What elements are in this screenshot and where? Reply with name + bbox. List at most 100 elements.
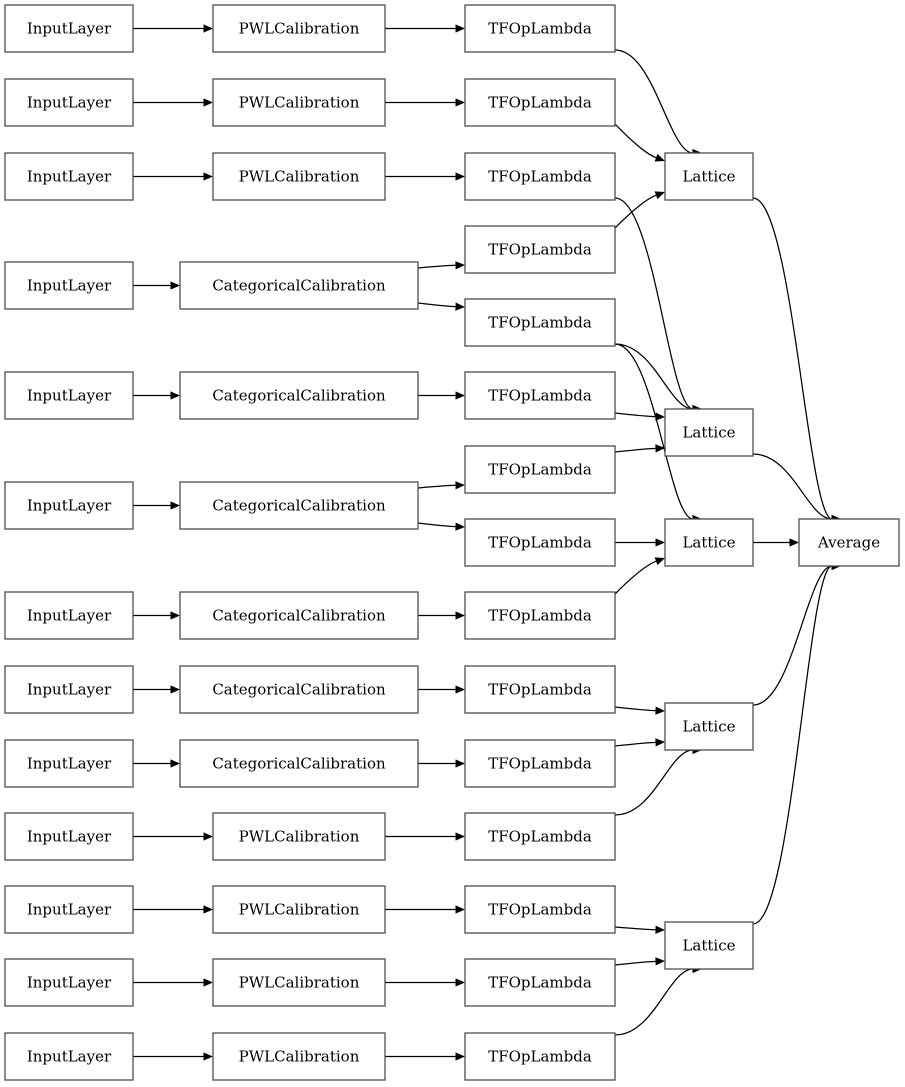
node-box[interactable]: [464, 78, 616, 127]
node-input-layer-in13[interactable]: InputLayer: [4, 1032, 134, 1081]
node-box[interactable]: [798, 518, 900, 567]
node-box[interactable]: [464, 4, 616, 53]
node-lattice-lat4[interactable]: Lattice: [664, 702, 754, 751]
node-box[interactable]: [179, 591, 419, 640]
node-box[interactable]: [4, 261, 134, 310]
node-tfop-lambda-tf12[interactable]: TFOpLambda: [464, 812, 616, 861]
node-categorical-calibration-cal9[interactable]: CategoricalCalibration: [179, 739, 419, 788]
node-box[interactable]: [179, 665, 419, 714]
node-tfop-lambda-tf4[interactable]: TFOpLambda: [464, 225, 616, 274]
node-box[interactable]: [4, 481, 134, 530]
node-input-layer-in11[interactable]: InputLayer: [4, 885, 134, 934]
node-box[interactable]: [212, 958, 386, 1007]
node-box[interactable]: [212, 152, 386, 201]
node-categorical-calibration-cal5[interactable]: CategoricalCalibration: [179, 371, 419, 420]
node-tfop-lambda-tf2[interactable]: TFOpLambda: [464, 78, 616, 127]
node-lattice-lat3[interactable]: Lattice: [664, 518, 754, 567]
node-tfop-lambda-tf1[interactable]: TFOpLambda: [464, 4, 616, 53]
node-box[interactable]: [179, 739, 419, 788]
node-tfop-lambda-tf15[interactable]: TFOpLambda: [464, 1032, 616, 1081]
node-pwlcalibration-cal13[interactable]: PWLCalibration: [212, 1032, 386, 1081]
node-lattice-lat2[interactable]: Lattice: [664, 408, 754, 457]
node-input-layer-in3[interactable]: InputLayer: [4, 152, 134, 201]
node-box[interactable]: [464, 1032, 616, 1081]
node-input-layer-in1[interactable]: InputLayer: [4, 4, 134, 53]
node-pwlcalibration-cal11[interactable]: PWLCalibration: [212, 885, 386, 934]
node-input-layer-in10[interactable]: InputLayer: [4, 812, 134, 861]
node-input-layer-in8[interactable]: InputLayer: [4, 665, 134, 714]
node-categorical-calibration-cal4[interactable]: CategoricalCalibration: [179, 261, 419, 310]
node-input-layer-in12[interactable]: InputLayer: [4, 958, 134, 1007]
node-input-layer-in5[interactable]: InputLayer: [4, 371, 134, 420]
node-average-avg[interactable]: Average: [798, 518, 900, 567]
node-box[interactable]: [4, 78, 134, 127]
node-box[interactable]: [4, 885, 134, 934]
node-tfop-lambda-tf9[interactable]: TFOpLambda: [464, 591, 616, 640]
arrowhead-icon: [170, 611, 180, 620]
node-tfop-lambda-tf10[interactable]: TFOpLambda: [464, 665, 616, 714]
node-box[interactable]: [464, 225, 616, 274]
node-box[interactable]: [464, 665, 616, 714]
node-box[interactable]: [212, 4, 386, 53]
node-tfop-lambda-tf3[interactable]: TFOpLambda: [464, 152, 616, 201]
node-box[interactable]: [212, 812, 386, 861]
node-tfop-lambda-tf11[interactable]: TFOpLambda: [464, 739, 616, 788]
node-tfop-lambda-tf5[interactable]: TFOpLambda: [464, 298, 616, 347]
node-label: Lattice: [682, 937, 735, 955]
node-pwlcalibration-cal10[interactable]: PWLCalibration: [212, 812, 386, 861]
node-lattice-lat1[interactable]: Lattice: [664, 152, 754, 201]
arrowhead-icon: [655, 706, 665, 715]
node-box[interactable]: [4, 665, 134, 714]
node-tfop-lambda-tf14[interactable]: TFOpLambda: [464, 958, 616, 1007]
node-box[interactable]: [179, 261, 419, 310]
node-box[interactable]: [212, 1032, 386, 1081]
node-input-layer-in9[interactable]: InputLayer: [4, 739, 134, 788]
node-box[interactable]: [664, 408, 754, 457]
node-box[interactable]: [4, 958, 134, 1007]
node-box[interactable]: [4, 371, 134, 420]
node-box[interactable]: [664, 702, 754, 751]
node-box[interactable]: [179, 481, 419, 530]
node-input-layer-in4[interactable]: InputLayer: [4, 261, 134, 310]
node-lattice-lat5[interactable]: Lattice: [664, 921, 754, 970]
node-pwlcalibration-cal12[interactable]: PWLCalibration: [212, 958, 386, 1007]
node-categorical-calibration-cal7[interactable]: CategoricalCalibration: [179, 591, 419, 640]
node-box[interactable]: [464, 445, 616, 494]
node-box[interactable]: [4, 591, 134, 640]
node-box[interactable]: [664, 152, 754, 201]
node-box[interactable]: [179, 371, 419, 420]
node-input-layer-in7[interactable]: InputLayer: [4, 591, 134, 640]
node-box[interactable]: [464, 739, 616, 788]
node-pwlcalibration-cal2[interactable]: PWLCalibration: [212, 78, 386, 127]
node-box[interactable]: [4, 739, 134, 788]
node-tfop-lambda-tf8[interactable]: TFOpLambda: [464, 518, 616, 567]
node-box[interactable]: [464, 518, 616, 567]
node-categorical-calibration-cal6[interactable]: CategoricalCalibration: [179, 481, 419, 530]
node-box[interactable]: [464, 885, 616, 934]
node-tfop-lambda-tf6[interactable]: TFOpLambda: [464, 371, 616, 420]
node-categorical-calibration-cal8[interactable]: CategoricalCalibration: [179, 665, 419, 714]
arrowhead-icon: [655, 925, 665, 934]
node-pwlcalibration-cal3[interactable]: PWLCalibration: [212, 152, 386, 201]
node-pwlcalibration-cal1[interactable]: PWLCalibration: [212, 4, 386, 53]
node-box[interactable]: [4, 1032, 134, 1081]
arrowhead-icon: [170, 501, 180, 510]
node-box[interactable]: [464, 591, 616, 640]
node-box[interactable]: [464, 958, 616, 1007]
node-box[interactable]: [212, 885, 386, 934]
node-box[interactable]: [464, 812, 616, 861]
node-box[interactable]: [464, 152, 616, 201]
edge-line: [614, 706, 657, 712]
node-box[interactable]: [464, 298, 616, 347]
node-tfop-lambda-tf7[interactable]: TFOpLambda: [464, 445, 616, 494]
node-tfop-lambda-tf13[interactable]: TFOpLambda: [464, 885, 616, 934]
node-box[interactable]: [212, 78, 386, 127]
node-input-layer-in2[interactable]: InputLayer: [4, 78, 134, 127]
node-input-layer-in6[interactable]: InputLayer: [4, 481, 134, 530]
node-box[interactable]: [4, 4, 134, 53]
node-box[interactable]: [664, 921, 754, 970]
node-box[interactable]: [4, 152, 134, 201]
node-box[interactable]: [464, 371, 616, 420]
node-box[interactable]: [664, 518, 754, 567]
node-box[interactable]: [4, 812, 134, 861]
